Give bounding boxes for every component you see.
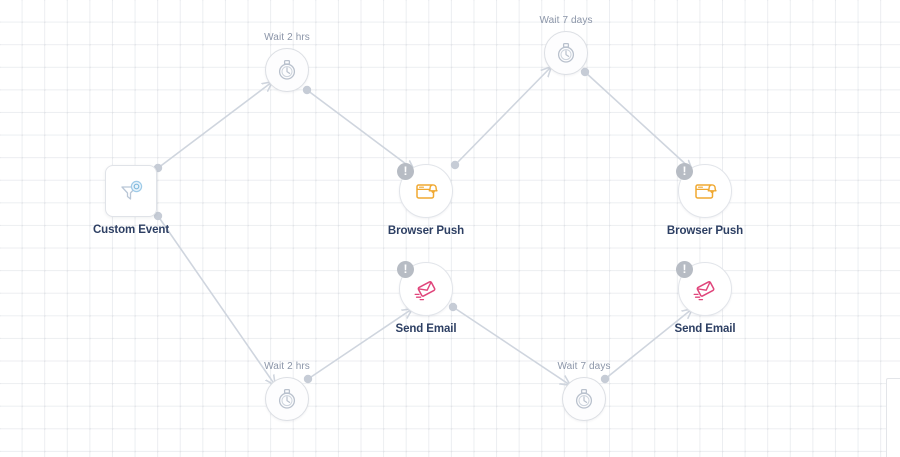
- browser-push-1-warning-badge[interactable]: !: [397, 163, 414, 180]
- edge-e7[interactable]: [452, 306, 570, 385]
- edge-e4[interactable]: [307, 309, 412, 380]
- custom-event-node-body[interactable]: [105, 165, 157, 217]
- browser-bell-icon: [695, 184, 717, 199]
- node-send-email-1[interactable]: ! Send Email: [396, 261, 457, 335]
- stopwatch-icon: [278, 388, 296, 409]
- send-email-1-label: Send Email: [395, 323, 457, 335]
- browser-push-2-label: Browser Push: [666, 225, 744, 237]
- wait-top-right-node-body[interactable]: [544, 31, 588, 75]
- send-email-2-label: Send Email: [674, 323, 736, 335]
- canvas-corner-panel[interactable]: [886, 378, 900, 457]
- flying-envelope-icon: [414, 281, 436, 301]
- node-browser-push-2[interactable]: ! Browser Push: [667, 163, 743, 237]
- funnel-icon: [121, 180, 143, 200]
- flying-envelope-icon: [693, 281, 715, 301]
- send-email-1-warning-badge[interactable]: !: [397, 261, 414, 278]
- custom-event-label: Custom Event: [92, 224, 170, 236]
- edge-e8[interactable]: [604, 309, 692, 380]
- browser-push-1-label: Browser Push: [387, 225, 465, 237]
- stopwatch-icon: [557, 42, 575, 63]
- edge-e1[interactable]: [157, 82, 272, 169]
- edge-e5[interactable]: [454, 67, 551, 166]
- node-custom-event[interactable]: Custom Event: [93, 165, 169, 236]
- stopwatch-icon: [278, 59, 296, 80]
- wait-bottom-right-node-body[interactable]: [562, 377, 606, 421]
- browser-bell-icon: [416, 184, 438, 199]
- browser-push-2-warning-badge[interactable]: !: [676, 163, 693, 180]
- edge-e6[interactable]: [584, 71, 692, 170]
- node-send-email-2[interactable]: ! Send Email: [675, 261, 736, 335]
- edge-e3[interactable]: [306, 89, 414, 170]
- edge-e2[interactable]: [157, 215, 275, 385]
- send-email-2-warning-badge[interactable]: !: [676, 261, 693, 278]
- wait-top-left-node-body[interactable]: [265, 48, 309, 92]
- node-browser-push-1[interactable]: ! Browser Push: [388, 163, 464, 237]
- wait-bottom-left-node-body[interactable]: [265, 377, 309, 421]
- stopwatch-icon: [575, 388, 593, 409]
